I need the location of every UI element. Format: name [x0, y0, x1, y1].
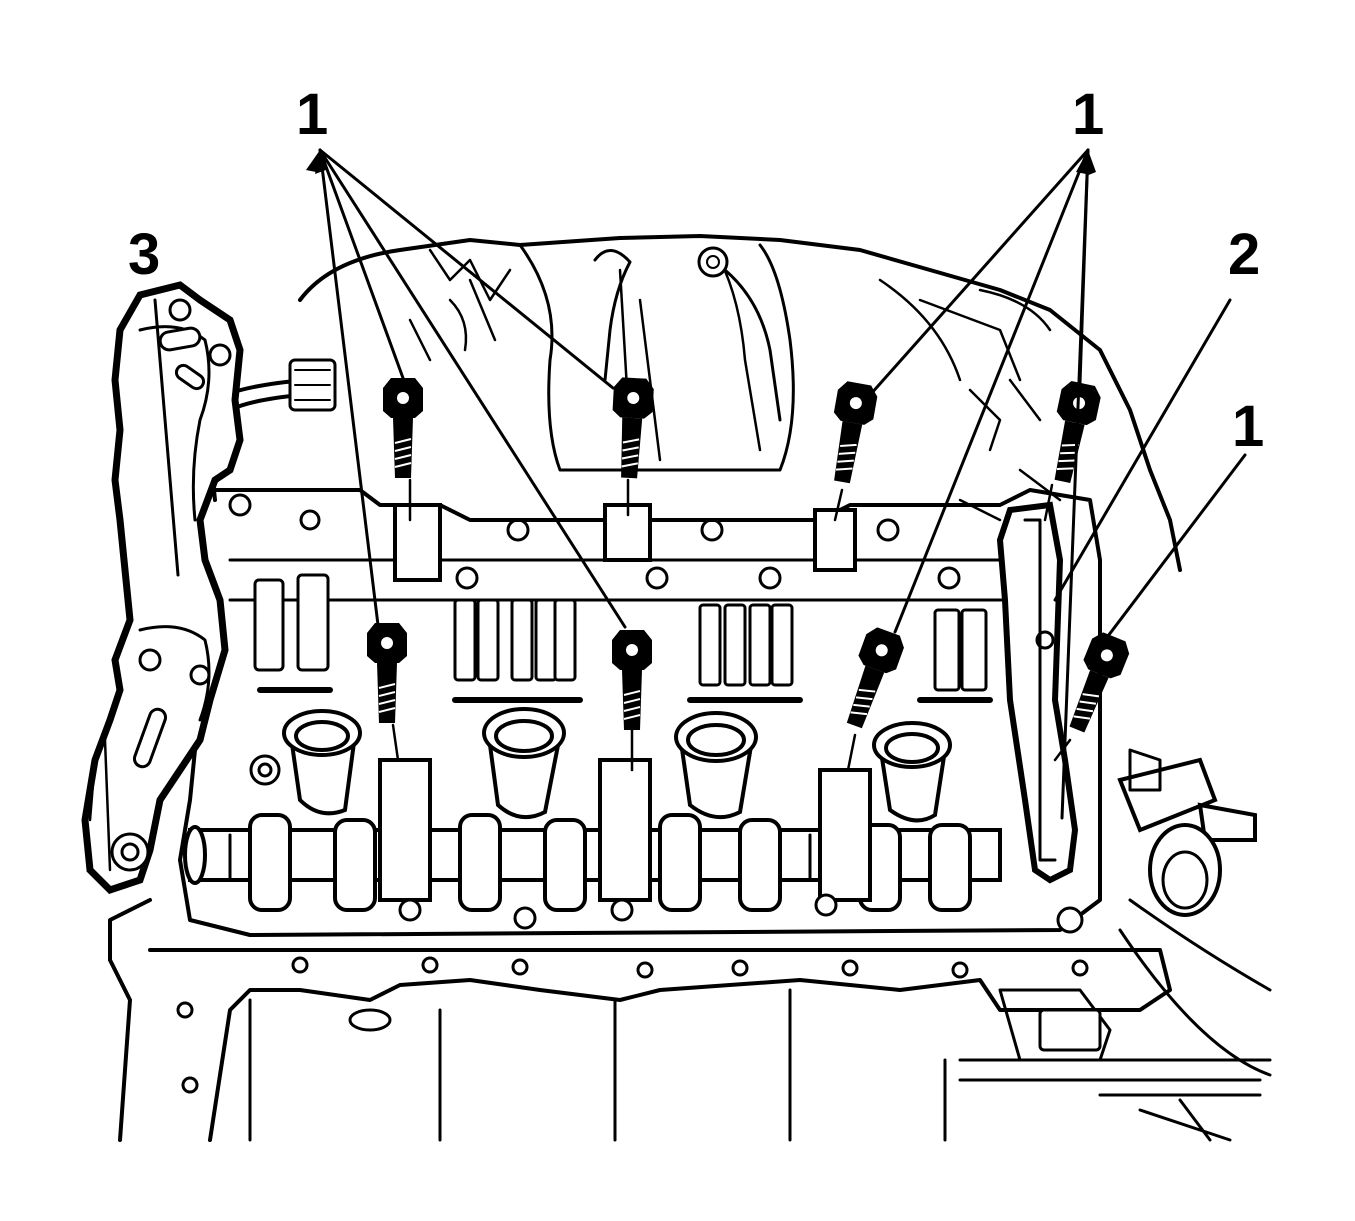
leader-lines [153, 148, 1247, 820]
solenoid-bracket [81, 281, 244, 895]
callout-2: 2 [1228, 222, 1261, 287]
water-outlet [1117, 748, 1272, 1077]
bolt [1054, 381, 1101, 484]
callout-3: 3 [128, 222, 161, 287]
bolt [612, 630, 652, 730]
bolt [383, 378, 423, 478]
callout-1-right: 1 [1072, 82, 1105, 147]
bolt [612, 377, 654, 479]
bolt [1069, 632, 1130, 733]
cam-cap-plate [996, 501, 1079, 884]
engine-block-lower [108, 898, 1272, 1142]
camshaft-bearing-caps [378, 503, 1084, 934]
callout-1-lower-right: 1 [1232, 394, 1265, 459]
camshaft [183, 813, 1002, 912]
spark-plug-tubes [249, 707, 952, 823]
bolt [833, 381, 878, 484]
bolt [846, 627, 904, 729]
callout-1-left: 1 [296, 82, 329, 147]
valve-train-upper [253, 573, 993, 703]
cap-bolts [367, 377, 1130, 772]
bolt [367, 623, 407, 723]
